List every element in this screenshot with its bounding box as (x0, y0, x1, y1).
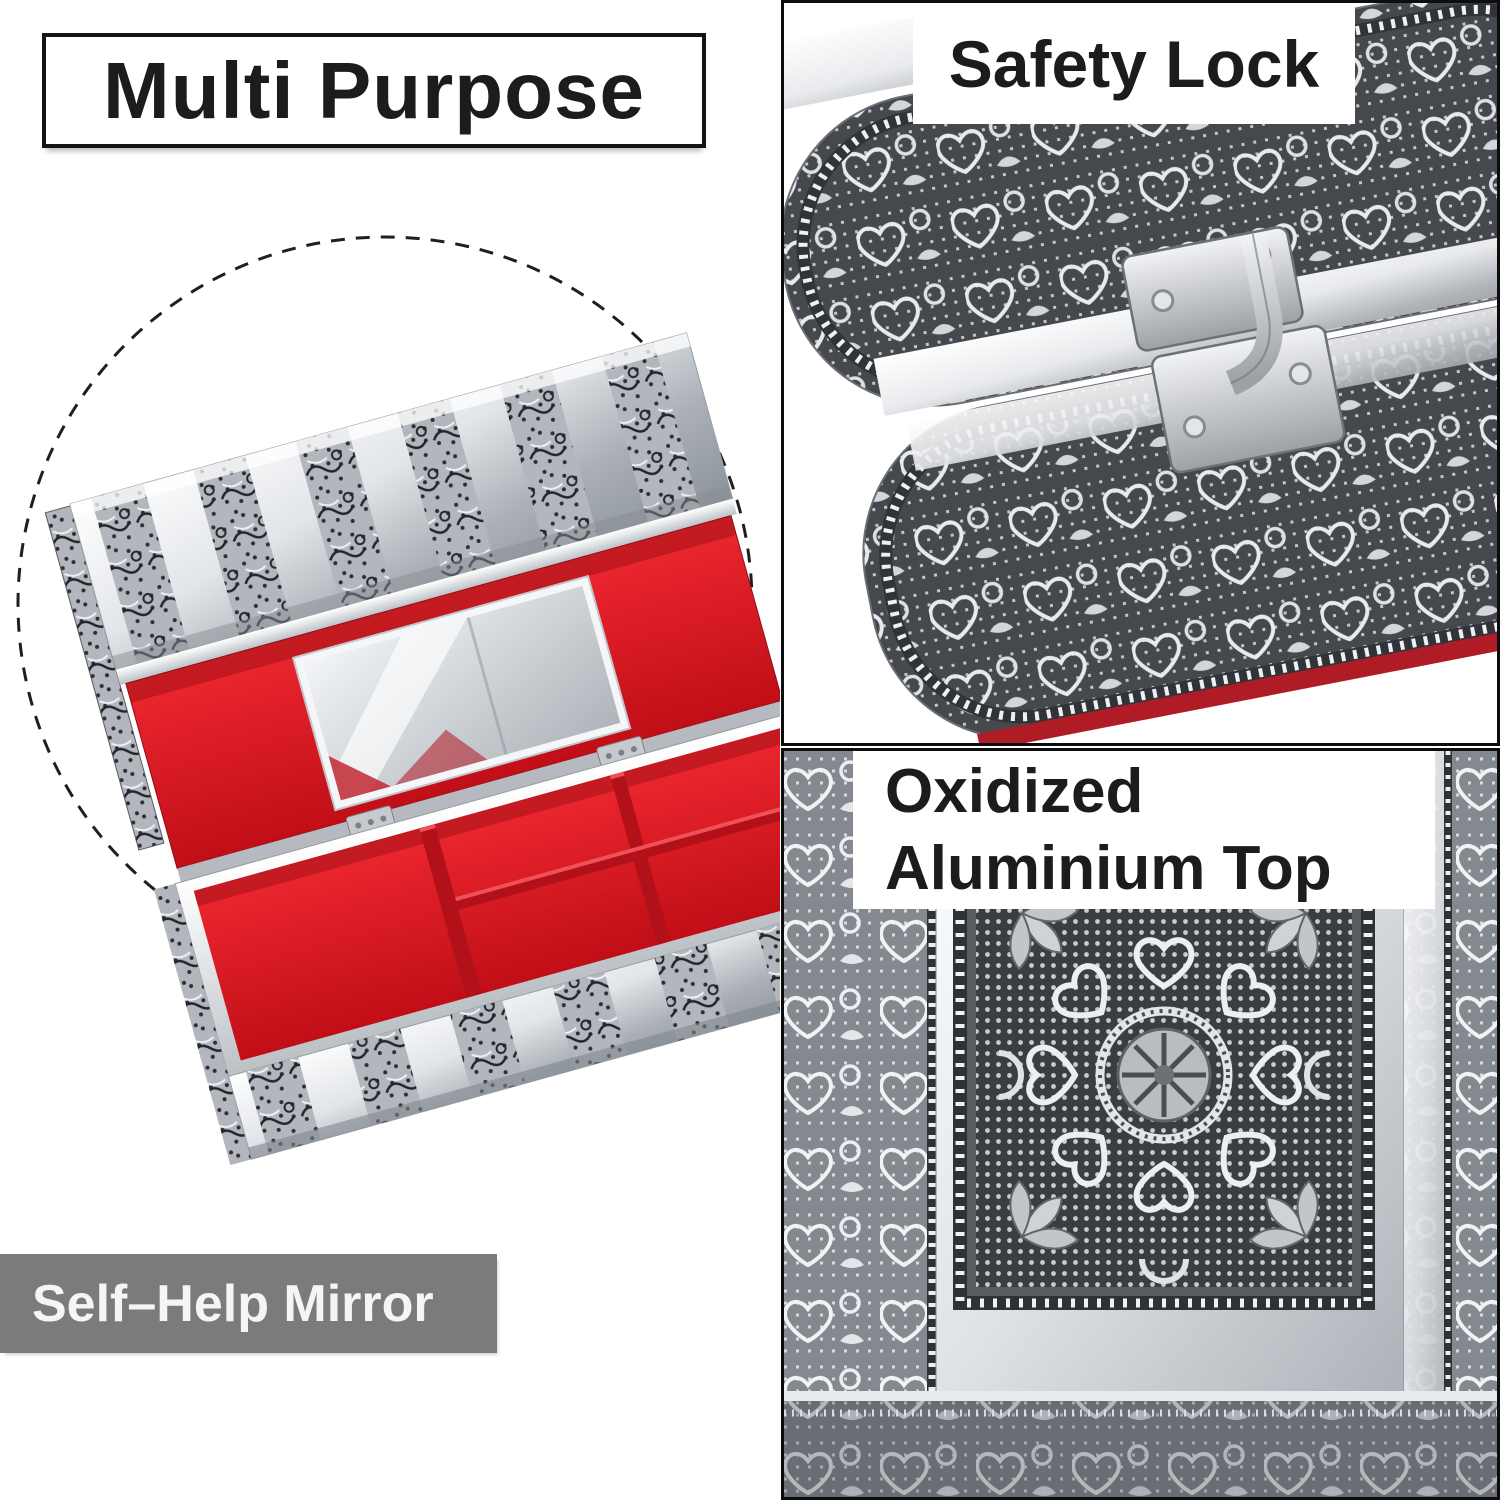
latch (1121, 226, 1346, 474)
aluminium-top-photo: Oxidized Aluminium Top (781, 748, 1500, 1500)
oxidized-line2: Aluminium Top (885, 834, 1332, 903)
self-help-mirror-text: Self–Help Mirror (32, 1274, 434, 1333)
oxidized-aluminium-top-label: Oxidized Aluminium Top (853, 751, 1435, 909)
medallion (953, 840, 1375, 1310)
self-help-mirror-bar: Self–Help Mirror (0, 1254, 497, 1353)
compartment-dividers (419, 771, 780, 998)
red-velvet-edge (977, 585, 1497, 743)
multi-purpose-label: Multi Purpose (42, 33, 706, 148)
oxidized-line1: Oxidized (885, 757, 1144, 826)
multi-purpose-text: Multi Purpose (103, 45, 645, 135)
safety-lock-label: Safety Lock (913, 3, 1355, 124)
open-jewelry-box-photo (16, 235, 780, 1166)
safety-lock-text: Safety Lock (948, 26, 1320, 101)
safety-lock-photo: Safety Lock (781, 0, 1500, 746)
